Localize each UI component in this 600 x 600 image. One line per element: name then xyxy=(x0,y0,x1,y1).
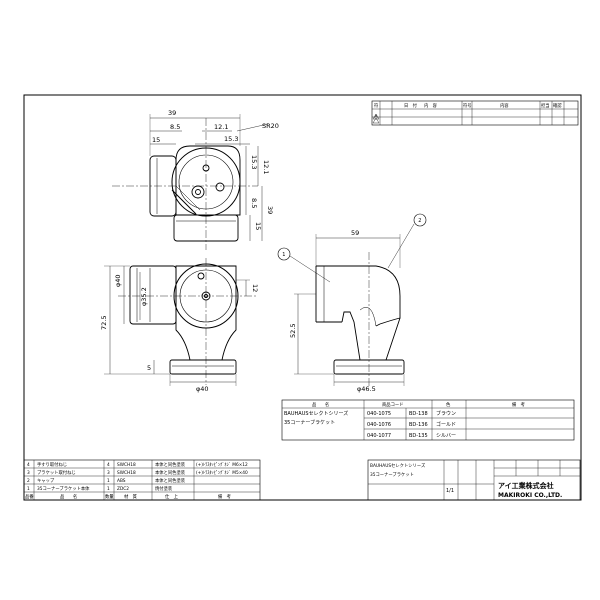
part-name-3: 35コーナーブラケット本体 xyxy=(37,485,90,492)
side-view xyxy=(277,213,427,386)
revision-triangle-icon xyxy=(372,113,380,120)
part-finish-0: 本体と同色塗装 xyxy=(155,461,186,468)
revision-table: 符 日 付 内 容 符号 内容 担当 確認 A xyxy=(371,100,579,126)
part-qty-2: 1 xyxy=(107,478,110,484)
part-note-1: (+)ﾄﾗｽﾀｯﾋﾟﾝｸﾞﾈｼﾞ M5×40 xyxy=(196,469,248,476)
parts-header-finish: 仕 上 xyxy=(165,493,179,500)
parts-header-mat: 材 質 xyxy=(124,493,138,500)
part-no-0: 4 xyxy=(27,462,30,468)
product-header-color: 色 xyxy=(446,401,451,408)
dim-8-5-right: 8.5 xyxy=(250,198,258,208)
part-no-1: 3 xyxy=(27,470,30,476)
part-finish-1: 本体と同色塗装 xyxy=(155,469,186,476)
revision-triangle-icon xyxy=(372,117,380,124)
part-name-2: キャップ xyxy=(37,478,55,484)
dim-phi40-bottom: φ40 xyxy=(196,385,209,393)
product-bd-1: BD-136 xyxy=(409,422,428,428)
rev-header-4: 内容 xyxy=(500,102,509,109)
scale-value: 1/1 xyxy=(446,488,454,494)
product-color-0: ブラウン xyxy=(436,410,456,417)
dim-52-5: 52.5 xyxy=(289,324,297,338)
part-mat-3: ZDC2 xyxy=(117,486,129,492)
product-code-1: 040-1076 xyxy=(367,422,391,428)
dim-12: 12 xyxy=(251,284,259,292)
part-qty-3: 1 xyxy=(107,486,110,492)
rev-header-5: 担当 xyxy=(541,102,550,109)
dim-8-5: 8.5 xyxy=(170,123,180,131)
part-name-1: ブラケット取付ねじ xyxy=(37,469,76,476)
rev-header-1: 日 付 xyxy=(404,102,418,109)
front-view xyxy=(104,258,256,386)
part-mat-0: SWCH18 xyxy=(117,462,136,468)
part-finish-3: 焼付塗装 xyxy=(155,485,173,492)
dim-39-top: 39 xyxy=(168,109,176,117)
product-header-note: 備 考 xyxy=(512,401,526,408)
parts-header-note: 備 考 xyxy=(218,493,232,500)
part-no-2: 2 xyxy=(27,478,30,484)
part-no-3: 1 xyxy=(27,486,30,492)
rev-mark: A xyxy=(375,114,378,120)
product-code-2: 040-1077 xyxy=(367,433,391,439)
product-color-1: ゴールド xyxy=(436,421,456,428)
dim-15-right: 15 xyxy=(254,222,262,230)
side-view-dimensions: 59 52.5 φ46.5 1 2 xyxy=(282,218,421,393)
drawing-frame xyxy=(23,94,582,501)
dim-15-top: 15 xyxy=(152,136,160,144)
parts-header-qty: 数量 xyxy=(105,493,114,500)
title-line2: 35コーナーブラケット xyxy=(370,471,414,478)
dim-phi46-5: φ46.5 xyxy=(357,385,376,393)
company-name-en: MAKIROKI CO.,LTD. xyxy=(498,492,562,499)
product-header-code: 商品コード xyxy=(382,401,403,408)
dim-12-1: 12.1 xyxy=(214,123,228,131)
callout-2: 2 xyxy=(418,218,421,224)
part-name-0: 手すり取付ねじ xyxy=(37,461,67,468)
part-finish-2: 本体と同色塗装 xyxy=(155,477,186,484)
rev-header-6: 確認 xyxy=(553,102,562,109)
part-qty-1: 3 xyxy=(107,470,110,476)
product-bd-0: BD-138 xyxy=(409,411,428,417)
product-name-line1: BAUHAUSセレクトシリーズ xyxy=(284,410,348,417)
parts-header-no: 品番 xyxy=(25,493,34,500)
dim-39-right: 39 xyxy=(266,206,274,214)
dim-sr20: SR20 xyxy=(262,122,279,130)
dim-15-3: 15.3 xyxy=(224,135,238,143)
product-code-0: 040-1075 xyxy=(367,411,391,417)
part-note-0: (+)ﾄﾗｽﾀｯﾋﾟﾝｸﾞﾈｼﾞ M6×12 xyxy=(196,461,248,468)
dim-phi35-2: φ35.2 xyxy=(140,287,148,306)
dim-15-3-right: 15.3 xyxy=(250,155,258,169)
title-block: BAUHAUSセレクトシリーズ 35コーナーブラケット 1/1 アイ工業株式会社… xyxy=(367,459,581,501)
front-view-dimensions: φ40 φ35.2 72.5 12 5 φ40 xyxy=(100,274,259,393)
dim-72-5: 72.5 xyxy=(100,316,108,330)
callout-1: 1 xyxy=(282,252,285,258)
company-name-jp: アイ工業株式会社 xyxy=(498,481,554,490)
top-view-dimensions: 39 8.5 12.1 15.3 SR20 15 12.1 15.3 8.5 3… xyxy=(152,109,279,230)
dim-12-1-right: 12.1 xyxy=(262,160,270,174)
dim-59: 59 xyxy=(351,229,359,237)
product-table: 品 名 商品コード 色 備 考 BAUHAUSセレクトシリーズ 35コーナーブラ… xyxy=(281,399,575,441)
part-qty-0: 4 xyxy=(107,462,110,468)
product-color-2: シルバー xyxy=(436,433,456,439)
top-view xyxy=(112,114,269,250)
product-name-line2: 35コーナーブラケット xyxy=(284,419,335,426)
part-mat-2: ABS xyxy=(117,478,126,484)
product-bd-2: BD-135 xyxy=(409,433,428,439)
part-mat-1: SWCH18 xyxy=(117,470,136,476)
parts-table: 4 手すり取付ねじ 4 SWCH18 本体と同色塗装 (+)ﾄﾗｽﾀｯﾋﾟﾝｸﾞ… xyxy=(23,459,261,501)
dim-phi40-left: φ40 xyxy=(114,274,122,287)
rev-header-2: 内 容 xyxy=(424,102,438,109)
rev-header-0: 符 xyxy=(374,102,379,109)
parts-header-name: 品 名 xyxy=(60,493,77,500)
title-line1: BAUHAUSセレクトシリーズ xyxy=(370,462,426,469)
product-header-name: 品 名 xyxy=(312,401,329,408)
dim-5: 5 xyxy=(147,364,151,372)
rev-header-3: 符号 xyxy=(463,102,472,109)
